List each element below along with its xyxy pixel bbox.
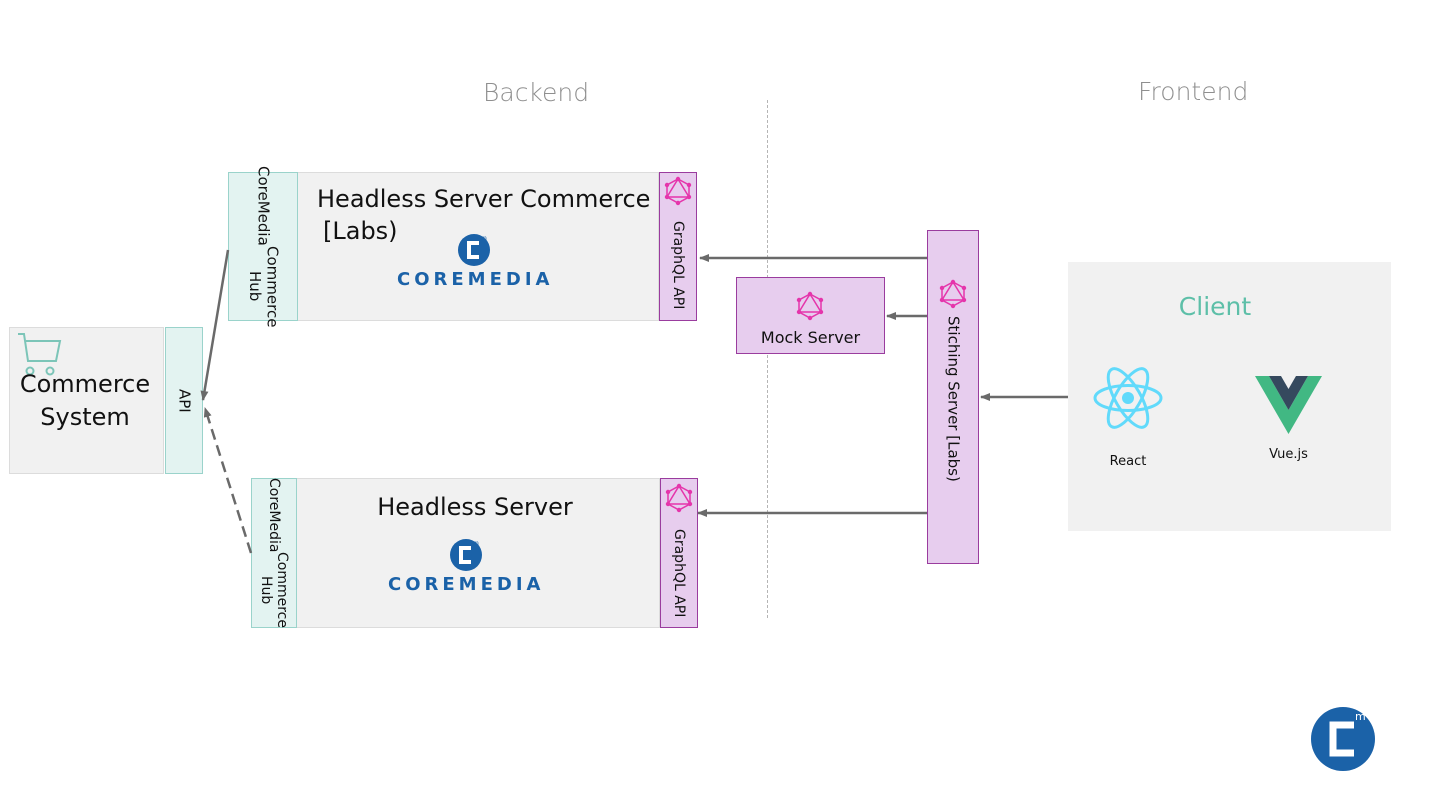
commerce-system-box: Commerce System <box>9 327 164 474</box>
stitching-server-label: Stiching Server [Labs) <box>944 315 963 482</box>
hub-box-bottom: CoreMedia Commerce Hub <box>251 478 297 628</box>
commerce-title-line1: Commerce <box>19 370 151 398</box>
headless-server-title: Headless Server <box>377 493 573 521</box>
headless-commerce-title: Headless Server Commerce [Labs) <box>317 183 650 247</box>
hub-label-bottom-line2: Commerce Hub <box>258 552 291 629</box>
vue-icon <box>1255 376 1322 434</box>
svg-text:m: m <box>1355 710 1366 723</box>
graphql-api-box-top: GraphQL API <box>659 172 697 321</box>
commerce-api-label: API <box>175 388 194 413</box>
headless-commerce-box: Headless Server Commerce [Labs) m COREME… <box>298 172 659 321</box>
coremedia-logo-icon: m <box>458 234 490 266</box>
graphql-icon <box>939 279 967 309</box>
graphql-api-label-bottom: GraphQL API <box>671 528 688 618</box>
commerce-api-box: API <box>165 327 203 474</box>
client-title: Client <box>1178 292 1252 321</box>
coremedia-brand-text: COREMEDIA <box>388 574 545 595</box>
hub-label-top-line1: CoreMedia <box>254 165 273 246</box>
headless-commerce-title-line1: Headless Server Commerce <box>317 185 651 213</box>
graphql-api-box-bottom: GraphQL API <box>660 478 698 628</box>
vue-label: Vue.js <box>1269 447 1308 462</box>
hub-bottom-to-api-dashed-arrow <box>203 407 253 554</box>
coremedia-corner-logo-icon: m <box>1311 707 1375 771</box>
graphql-icon <box>664 176 692 206</box>
graphql-api-label-top: GraphQL API <box>670 220 687 310</box>
commerce-title-line2: System <box>40 403 130 431</box>
mock-server-label: Mock Server <box>760 328 861 347</box>
backend-heading: Backend <box>483 78 590 107</box>
backend-frontend-divider <box>767 100 768 618</box>
commerce-system-title: Commerce System <box>10 368 160 434</box>
mock-server-box: Mock Server <box>736 277 885 354</box>
react-icon <box>1093 367 1163 429</box>
client-box: Client React Vue.js <box>1068 262 1391 531</box>
headless-commerce-title-line2: [Labs) <box>323 217 398 245</box>
stitching-server-box: Stiching Server [Labs) <box>927 230 979 564</box>
coremedia-brand-text: COREMEDIA <box>397 269 554 290</box>
graphql-icon <box>665 483 693 513</box>
hub-label-bottom-line1: CoreMedia <box>266 477 283 553</box>
coremedia-logo-icon: m <box>450 539 482 571</box>
hub-top-to-api-arrow <box>200 249 230 401</box>
hub-box-top: CoreMedia Commerce Hub <box>228 166 298 327</box>
svg-text:m: m <box>473 540 479 547</box>
shopping-cart-icon <box>18 333 62 376</box>
headless-server-box: Headless Server m COREMEDIA <box>297 478 660 628</box>
svg-text:m: m <box>481 235 487 242</box>
frontend-heading: Frontend <box>1138 77 1249 106</box>
hub-label-top-line2: Commerce Hub <box>246 245 282 328</box>
graphql-icon <box>796 291 824 321</box>
react-label: React <box>1109 454 1147 469</box>
